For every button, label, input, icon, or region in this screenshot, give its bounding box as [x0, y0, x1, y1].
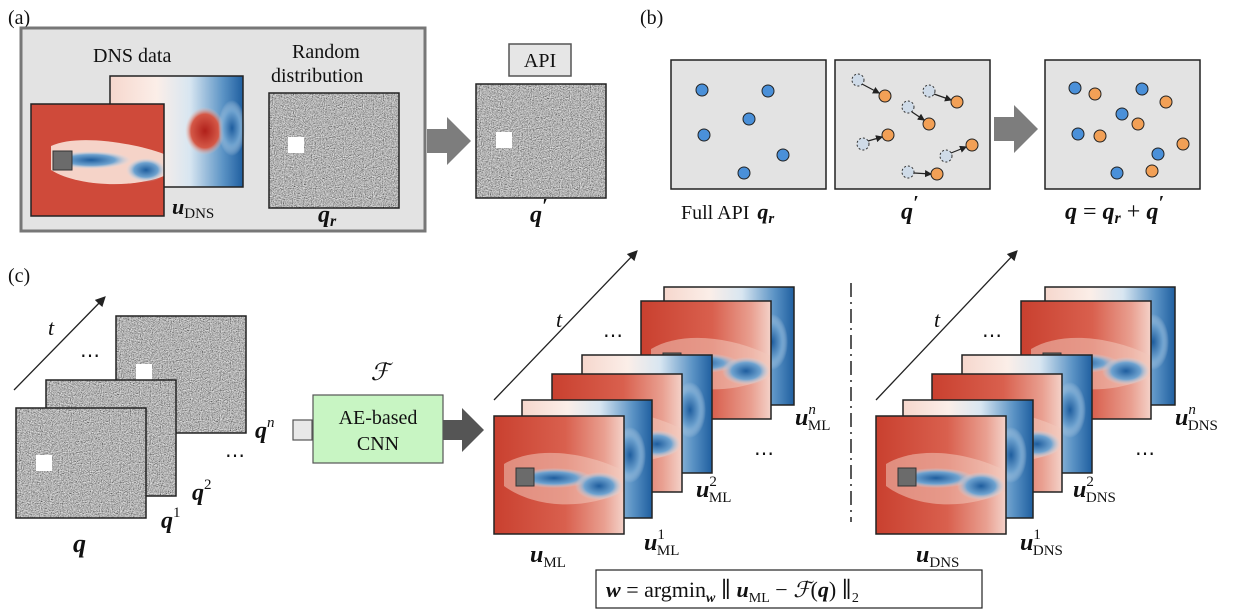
loss-box: [595, 569, 983, 609]
dots-ml-stack: ⋯: [754, 443, 774, 465]
perturbation-particles: [851, 73, 979, 181]
q-prime-label-a: q′: [530, 195, 548, 228]
dns-data-title: DNS data: [93, 45, 171, 67]
dots-dns-stack: ⋯: [1135, 443, 1155, 465]
u-ml-label: uML: [530, 542, 566, 571]
panel-c-label: (c): [8, 265, 30, 287]
t-label-dns: t: [934, 307, 941, 332]
api-noise-image: [475, 83, 607, 199]
q1-label-c: q1: [161, 505, 181, 534]
ml-frame-0: [493, 415, 625, 535]
dots-input-stack: ⋯: [225, 445, 245, 467]
full-api-particles: [695, 83, 790, 180]
u-dns-label-a: uDNS: [172, 194, 214, 222]
arrow-a: [427, 117, 471, 165]
combined-particles: [1068, 81, 1190, 180]
api-box: [508, 43, 572, 77]
time-axis-dns: [875, 250, 1018, 401]
dots-ml-time: ⋯: [603, 325, 623, 347]
loss-equation: w = argminw ∥ uML − ℱ(q) ∥2: [606, 577, 859, 606]
arrow-cnn-out: [443, 408, 484, 452]
q-label-c: q: [73, 529, 86, 558]
time-axis-ml: [493, 250, 638, 401]
cnn-box: [312, 394, 444, 464]
cnn-line-1: AE-based: [339, 407, 418, 429]
q2-label-c: q2: [192, 477, 212, 506]
cnn-line-2: CNN: [357, 433, 399, 455]
random-title-2: distribution: [271, 65, 363, 87]
dots-dns-time: ⋯: [982, 325, 1002, 347]
random-marker: [288, 137, 304, 153]
F-label: ℱ: [371, 360, 394, 386]
qn-label-c: qn: [255, 415, 275, 444]
equation-b: q = qr + q′: [1065, 192, 1164, 227]
q-r-label-a: qr: [318, 202, 337, 230]
dns-frame-0: [875, 415, 1007, 535]
input-frame-1: [15, 407, 147, 519]
dns-snapshot-front: [30, 103, 166, 217]
u-dns-label-c: uDNS: [916, 542, 959, 571]
dots-input-time: ⋯: [80, 345, 100, 367]
cnn-input-stub: [292, 419, 313, 441]
q-prime-label-b: q′: [901, 192, 919, 225]
t-label-ml: t: [556, 307, 563, 332]
time-axis-input: [13, 296, 106, 391]
combined-box: [1044, 59, 1201, 190]
random-title-1: Random: [292, 41, 360, 63]
panel-a-label: (a): [8, 7, 30, 29]
api-label: API: [524, 50, 556, 72]
t-label-input: t: [48, 315, 55, 340]
arrow-b: [994, 105, 1038, 153]
panel-b-label: (b): [640, 7, 663, 29]
